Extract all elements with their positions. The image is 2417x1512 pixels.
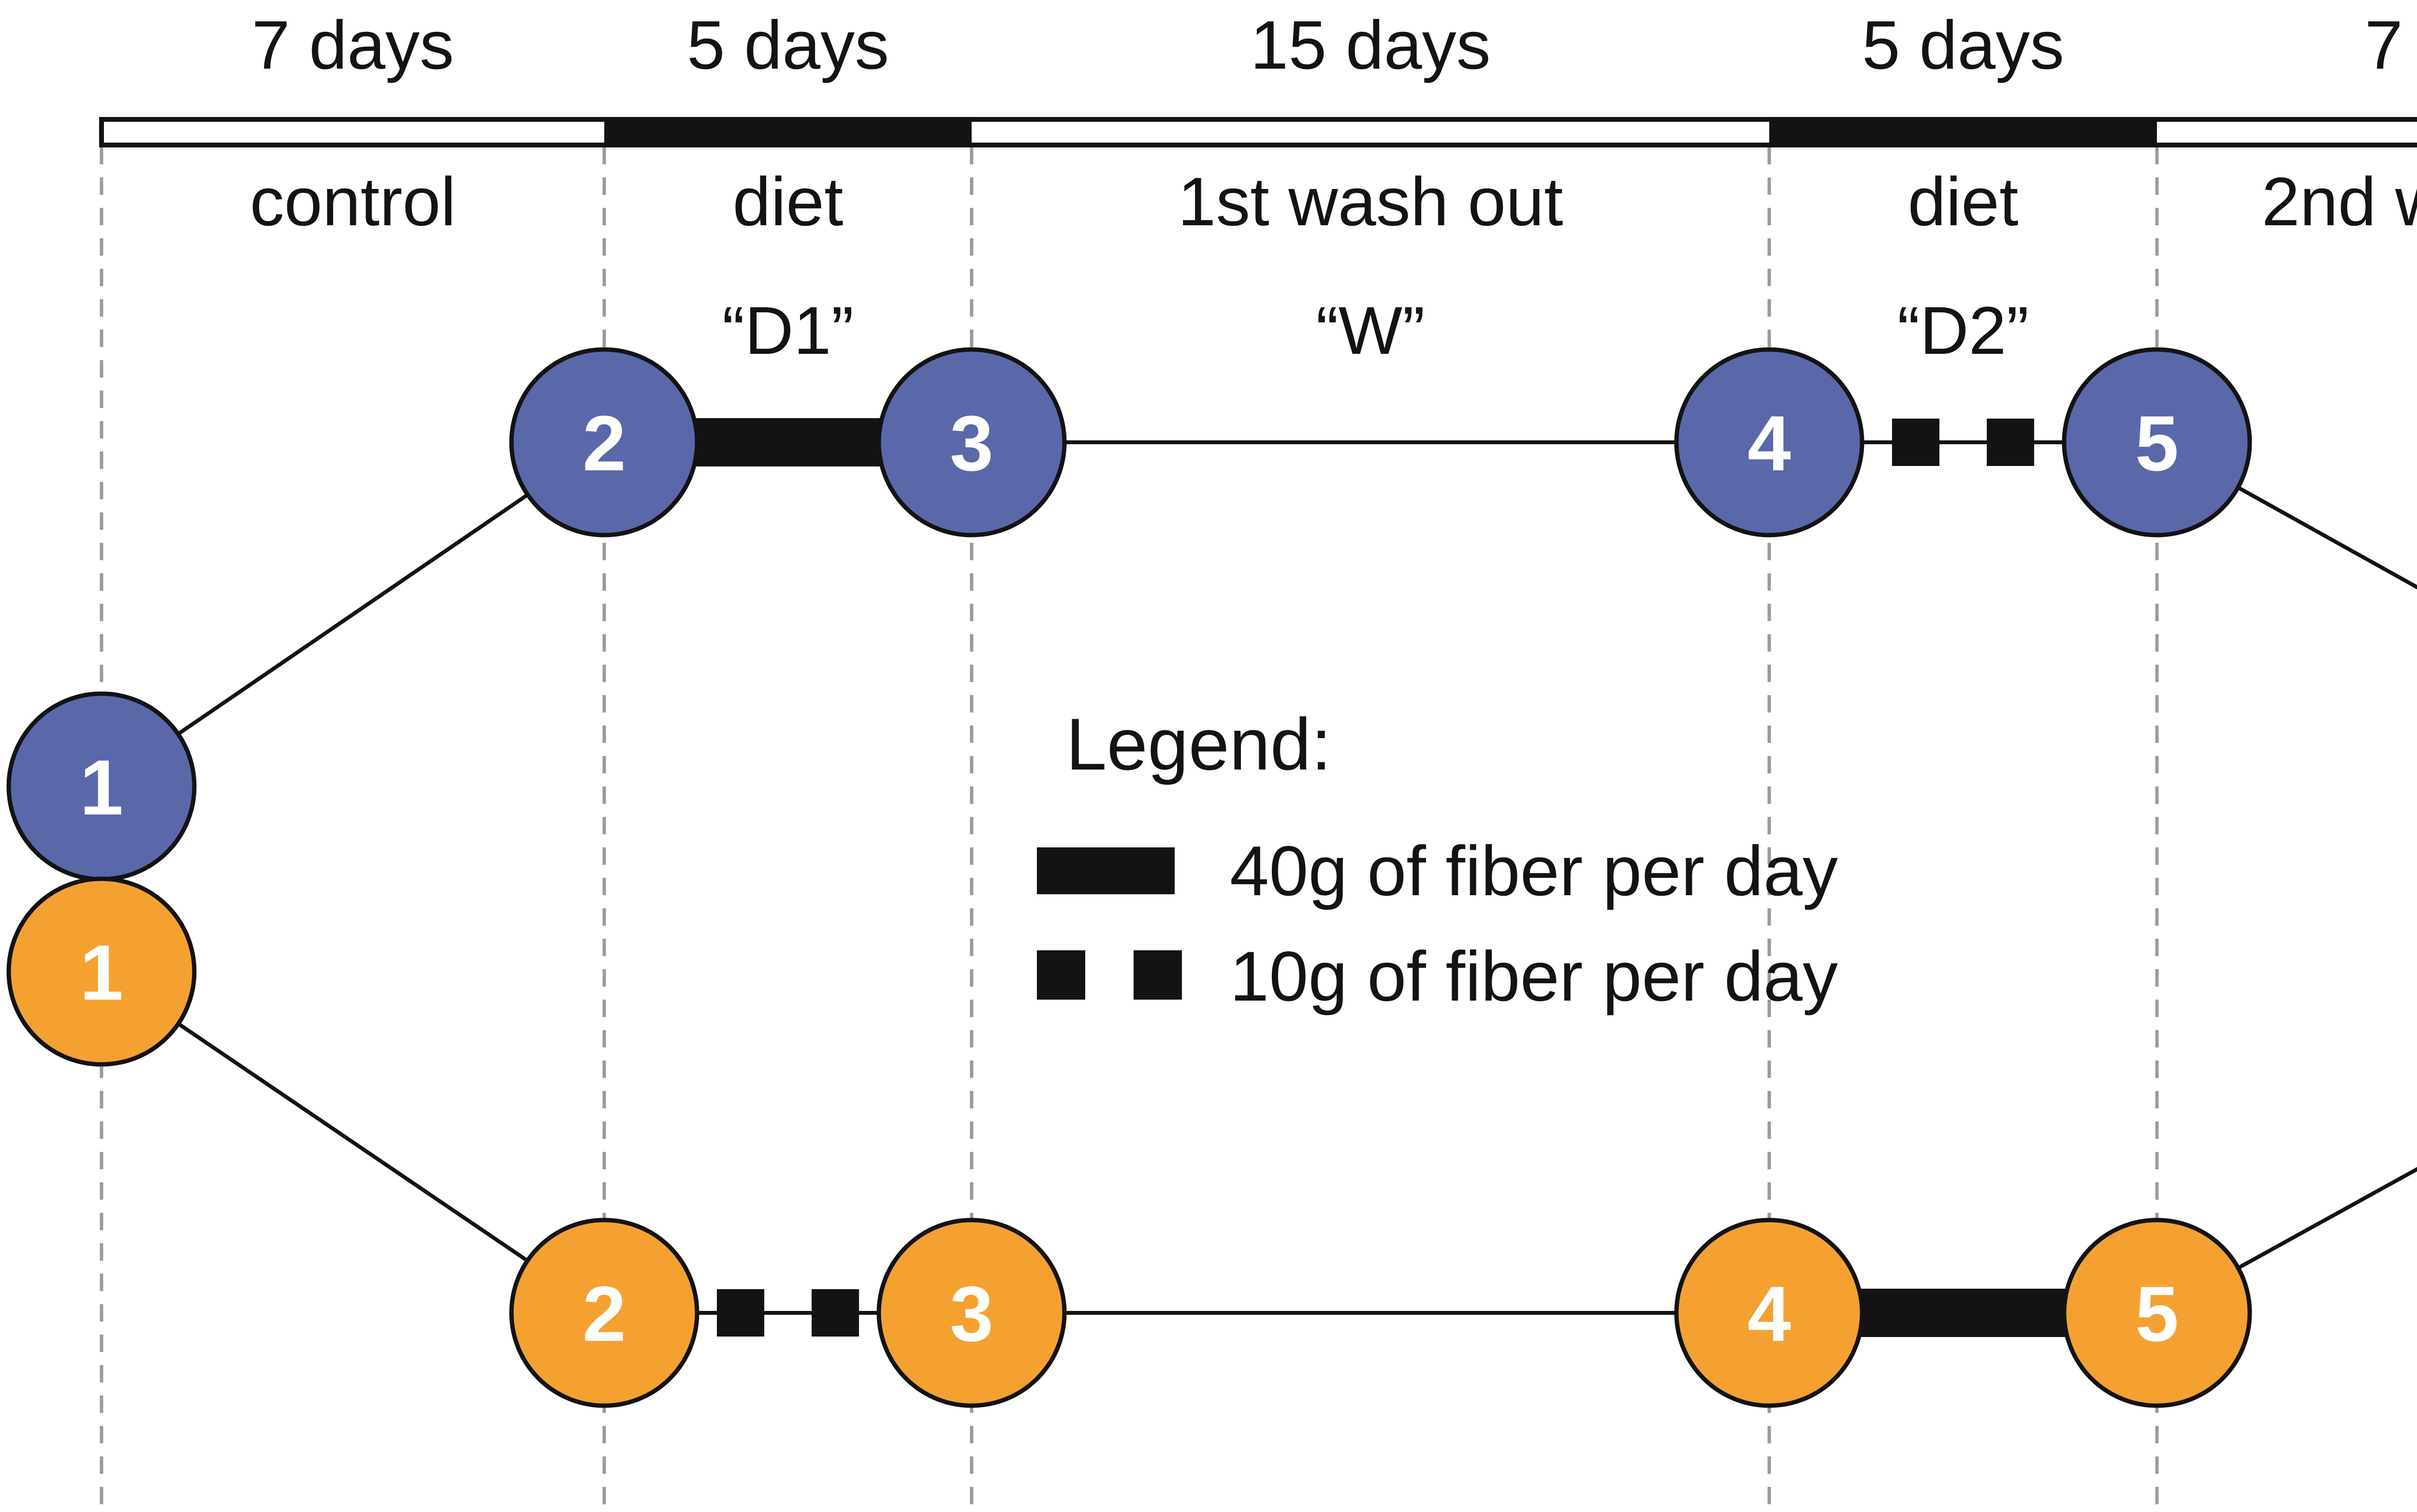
node-orange-4: 4 bbox=[1674, 1218, 1864, 1408]
code-label-w: “W” bbox=[1316, 292, 1425, 368]
node-orange-5-circle bbox=[2062, 1218, 2252, 1408]
node-orange-2: 2 bbox=[509, 1218, 699, 1408]
node-blue-5-circle bbox=[2062, 347, 2252, 538]
blue-10g-square-a bbox=[1892, 419, 1939, 466]
timeline-bar bbox=[99, 117, 2417, 147]
node-orange-3-circle bbox=[876, 1218, 1067, 1408]
orange-10g-square-b bbox=[812, 1289, 859, 1337]
code-label-d1: “D1” bbox=[722, 292, 854, 368]
blue-arm-nodes: 1 2 3 4 5 6 bbox=[6, 347, 2252, 882]
duration-label-5: 7 days bbox=[2365, 7, 2417, 84]
node-blue-2-label: 2 bbox=[582, 400, 626, 487]
timeline-diet1-segment bbox=[604, 117, 972, 147]
node-blue-1-label: 1 bbox=[80, 744, 123, 831]
node-orange-1-circle bbox=[6, 876, 197, 1067]
legend-40g-bar-icon bbox=[1037, 847, 1175, 894]
orange-edge-5-6 bbox=[2156, 1167, 2417, 1315]
blue-10g-square-b bbox=[1987, 419, 2034, 466]
node-blue-5: 5 bbox=[2062, 347, 2252, 538]
node-orange-1: 1 bbox=[6, 876, 197, 1067]
period-code-labels: “D1” “W” “D2” bbox=[722, 292, 2029, 368]
legend-item-10g-label: 10g of fiber per day bbox=[1230, 937, 1838, 1016]
node-orange-5-label: 5 bbox=[2135, 1270, 2179, 1358]
legend-title: Legend: bbox=[1066, 703, 1331, 785]
node-orange-2-circle bbox=[509, 1218, 699, 1408]
blue-edge-1-2 bbox=[100, 440, 606, 788]
node-orange-3: 3 bbox=[876, 1218, 1067, 1408]
legend: Legend: 40g of fiber per day 10g of fibe… bbox=[1037, 703, 1838, 1016]
legend-item-40g-label: 40g of fiber per day bbox=[1230, 831, 1838, 910]
node-blue-5-label: 5 bbox=[2135, 400, 2179, 487]
legend-10g-square-icon-b bbox=[1134, 950, 1182, 1000]
duration-label-1: 7 days bbox=[252, 7, 454, 84]
phase-label-1: control bbox=[250, 163, 456, 240]
node-blue-4-label: 4 bbox=[1747, 400, 1791, 487]
node-blue-3-circle bbox=[876, 347, 1067, 538]
blue-edge-5-6 bbox=[2156, 440, 2417, 590]
node-blue-2: 2 bbox=[509, 347, 699, 538]
phase-label-3: 1st wash out bbox=[1178, 163, 1563, 240]
node-orange-4-circle bbox=[1674, 1218, 1864, 1408]
duration-labels: 7 days 5 days 15 days 5 days 7 days bbox=[252, 7, 2417, 84]
node-orange-2-label: 2 bbox=[582, 1270, 626, 1358]
phase-label-2: diet bbox=[733, 163, 844, 240]
orange-edge-1-2 bbox=[100, 970, 606, 1315]
phase-labels: control diet 1st wash out diet 2nd wash … bbox=[250, 163, 2417, 240]
node-blue-3-label: 3 bbox=[950, 400, 993, 487]
node-blue-4: 4 bbox=[1674, 347, 1864, 538]
orange-10g-square-a bbox=[717, 1289, 764, 1337]
node-blue-3: 3 bbox=[876, 347, 1067, 538]
duration-label-3: 15 days bbox=[1250, 7, 1490, 84]
node-orange-4-label: 4 bbox=[1747, 1270, 1791, 1358]
phase-label-4: diet bbox=[1908, 163, 2019, 240]
code-label-d2: “D2” bbox=[1897, 292, 2029, 368]
node-orange-1-label: 1 bbox=[80, 929, 123, 1017]
phase-label-5: 2nd wash out bbox=[2262, 163, 2417, 240]
legend-10g-square-icon-a bbox=[1037, 950, 1085, 1000]
orange-arm-nodes: 1 2 3 4 5 6 bbox=[6, 876, 2252, 1408]
node-blue-2-circle bbox=[509, 347, 699, 538]
timeline-diet2-segment bbox=[1769, 117, 2157, 147]
node-blue-4-circle bbox=[1674, 347, 1864, 538]
duration-label-2: 5 days bbox=[687, 7, 889, 84]
node-orange-5: 5 bbox=[2062, 1218, 2252, 1408]
node-blue-1: 1 bbox=[6, 691, 197, 882]
duration-label-4: 5 days bbox=[1862, 7, 2064, 84]
node-orange-3-label: 3 bbox=[950, 1270, 993, 1358]
